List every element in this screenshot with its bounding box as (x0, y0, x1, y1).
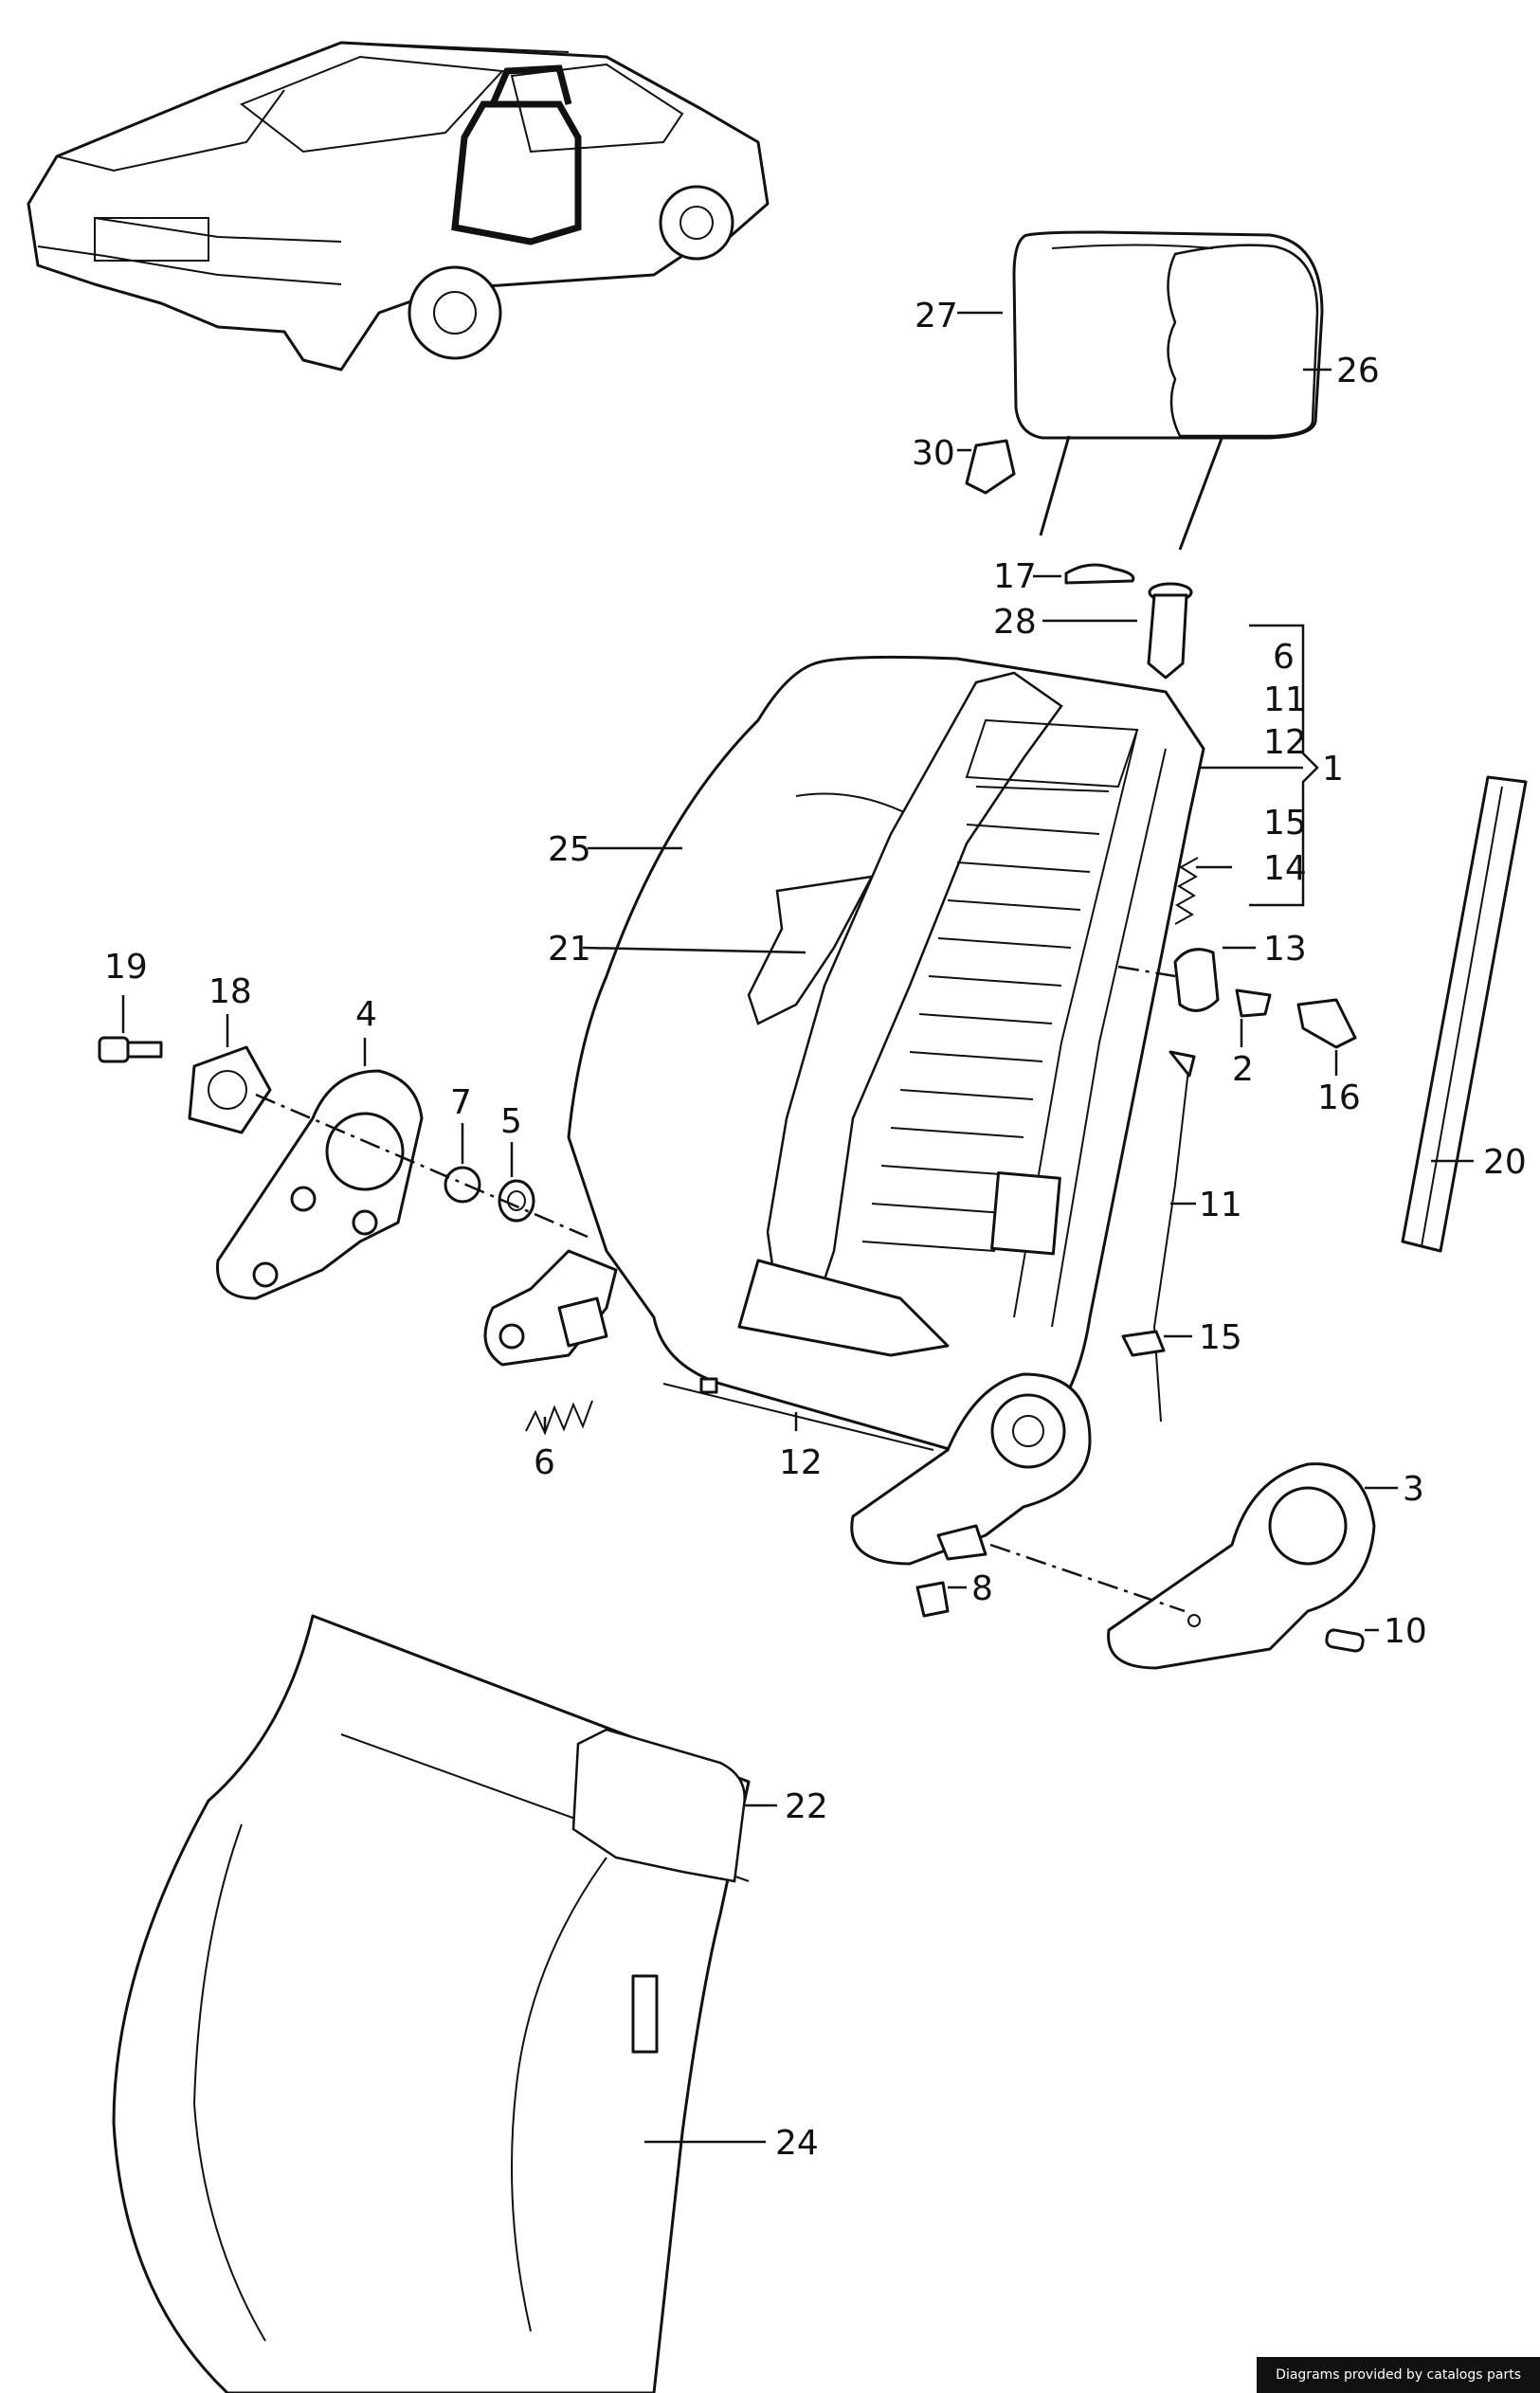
callout-8: 8 (971, 1569, 993, 1608)
callout-11-mid: 11 (1199, 1186, 1242, 1224)
callout-3: 3 (1403, 1470, 1424, 1509)
callout-12-bracket: 12 (1263, 723, 1307, 762)
left-recliner-plate-4 (216, 1069, 424, 1300)
callout-27: 27 (915, 297, 958, 335)
callout-14: 14 (1263, 849, 1307, 888)
bolt-19 (98, 1036, 163, 1063)
callout-11-bracket: 11 (1263, 680, 1307, 719)
assembly-axis-left (255, 1093, 589, 1239)
callout-7: 7 (450, 1083, 472, 1122)
assembly-axis-lever (1117, 965, 1176, 978)
callout-30: 30 (912, 434, 955, 473)
headrest-guide-28 (1147, 582, 1193, 680)
callout-19: 19 (104, 948, 148, 987)
callout-25: 25 (548, 830, 591, 869)
callout-10: 10 (1384, 1612, 1427, 1651)
cable-part-12 (662, 1383, 934, 1451)
callout-5: 5 (500, 1102, 522, 1141)
callout-24: 24 (775, 2124, 819, 2163)
callout-26: 26 (1336, 352, 1380, 390)
clip-part-8 (915, 1581, 950, 1618)
spring-part-14 (1174, 857, 1199, 925)
recliner-mechanism-3 (1107, 1462, 1376, 1670)
callout-1: 1 (1322, 750, 1344, 789)
cable-part-11 (1152, 1061, 1190, 1423)
backrest-frame (567, 655, 1205, 1461)
foam-pad-22 (571, 1728, 746, 1883)
callout-15-bracket: 15 (1263, 804, 1307, 843)
base-hinge-plate (850, 1372, 1092, 1566)
callout-6-bottom: 6 (534, 1443, 555, 1482)
spring-part-6 (525, 1400, 593, 1436)
lever-part-16 (1296, 998, 1357, 1049)
callout-21: 21 (548, 930, 591, 969)
callout-15-mid: 15 (1199, 1318, 1242, 1357)
pin-part-10 (1325, 1628, 1365, 1653)
washer-part-7 (444, 1166, 481, 1204)
callout-20: 20 (1483, 1143, 1527, 1182)
part-17 (1064, 563, 1135, 585)
clip-part-15 (1121, 1330, 1166, 1357)
assembly-axis-right (989, 1543, 1186, 1613)
callout-18: 18 (208, 972, 252, 1011)
callout-2: 2 (1232, 1050, 1254, 1089)
callout-4: 4 (355, 995, 377, 1034)
callout-17: 17 (993, 557, 1037, 596)
adjuster-knob-18 (188, 1045, 272, 1134)
callout-16: 16 (1317, 1079, 1361, 1117)
car-location-illustration (27, 41, 770, 372)
credit-badge: Diagrams provided by catalogs parts (1257, 2357, 1540, 2393)
callout-28: 28 (993, 603, 1037, 642)
clip-part-2 (1235, 988, 1272, 1018)
handle-part-13 (1173, 948, 1220, 1012)
left-hinge-clip (557, 1296, 608, 1348)
clip-part-30 (965, 439, 1016, 495)
headrest (1012, 230, 1324, 551)
backrest-cover-24 (112, 1614, 751, 2393)
leader-lines (121, 311, 1474, 2144)
callout-labels: 27 26 30 17 28 6 11 12 1 15 14 25 21 13 … (104, 297, 1527, 2163)
callout-13: 13 (1263, 930, 1307, 969)
callout-22: 22 (785, 1787, 828, 1826)
callout-6-bracket: 6 (1273, 638, 1295, 677)
callout-12-bottom: 12 (779, 1443, 823, 1482)
side-trim-20 (1401, 775, 1528, 1253)
